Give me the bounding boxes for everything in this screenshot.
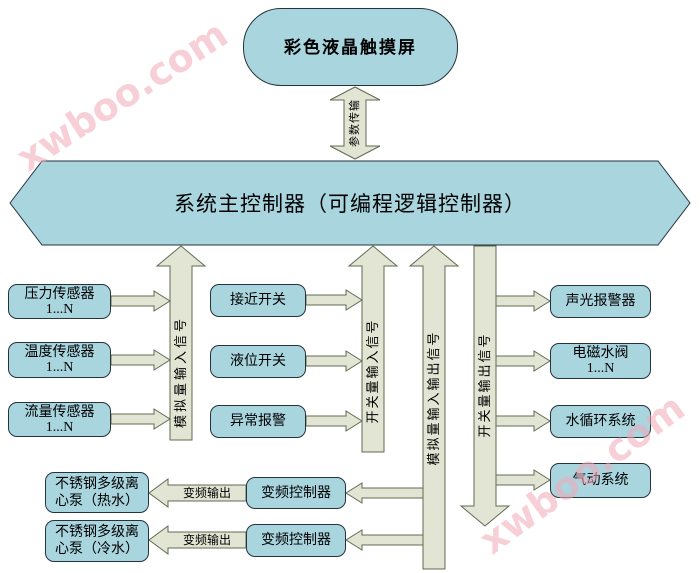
analog-io-label: 模拟量输入输出信号 — [426, 330, 441, 466]
switch-input-name: 液位开关 — [230, 354, 286, 369]
vfd-controller-label: 变频控制器 — [261, 485, 331, 501]
analog-input-arrow — [155, 245, 207, 441]
output-device-name: 气动系统 — [572, 473, 629, 488]
output-device-count: 1...N — [586, 361, 615, 376]
analog-io-arrow — [408, 245, 460, 570]
switch-input-name: 异常报警 — [230, 414, 286, 429]
output-arrow-valve — [495, 350, 551, 372]
sensor-name: 温度传感器 — [24, 345, 95, 360]
switch-output-label: 开关量输出信号 — [477, 332, 492, 438]
param-link-double-arrow — [329, 86, 381, 160]
pump-label: 不锈钢多级离心泵（热水） — [55, 476, 139, 509]
switch-arrow-proximity — [305, 289, 363, 311]
main-controller-shape — [9, 160, 691, 246]
pump-box-hot: 不锈钢多级离心泵（热水） — [45, 472, 149, 513]
main-controller-label: 系统主控制器（可编程逻辑控制器） — [174, 192, 526, 216]
output-box-valve: 电磁水阀 1...N — [550, 343, 651, 379]
vfd-output-arrow-cold — [148, 525, 247, 555]
switch-box-level: 液位开关 — [210, 345, 306, 378]
output-arrow-pneumatic — [495, 469, 551, 491]
output-arrow-water-circulation — [495, 410, 551, 432]
vfd-controller-box-hot: 变频控制器 — [246, 477, 346, 509]
touchscreen-box: 彩色液晶触摸屏 — [243, 8, 458, 86]
sensor-count: 1...N — [45, 419, 74, 435]
sensor-count: 1...N — [45, 360, 74, 375]
switch-output-arrow — [459, 245, 511, 527]
output-box-alarm: 声光报警器 — [550, 285, 651, 318]
analog-input-label: 模拟量输入信号 — [173, 315, 188, 429]
sensor-box-pressure: 压力传感器 1...N — [8, 284, 111, 319]
drive-arrow-hot — [345, 482, 424, 504]
sensor-box-flow: 流量传感器 1...N — [8, 402, 111, 437]
pump-box-cold: 不锈钢多级离心泵（冷水） — [45, 520, 149, 562]
output-device-name: 声光报警器 — [565, 294, 636, 309]
output-arrow-alarm — [495, 290, 551, 312]
sensor-name: 流量传感器 — [24, 404, 95, 420]
switch-box-alarm: 异常报警 — [210, 405, 306, 438]
touchscreen-label: 彩色液晶触摸屏 — [284, 37, 417, 57]
vfd-controller-box-cold: 变频控制器 — [246, 524, 346, 557]
switch-arrow-alarm — [305, 410, 363, 432]
output-box-water-circulation: 水循环系统 — [550, 405, 651, 438]
switch-input-arrow — [347, 245, 399, 453]
sensor-arrow-pressure — [110, 290, 171, 312]
vfd-output-label-cold: 变频输出 — [182, 533, 232, 547]
sensor-arrow-flow — [110, 408, 171, 430]
switch-box-proximity: 接近开关 — [210, 284, 306, 317]
drive-arrow-cold — [345, 529, 424, 551]
vfd-output-arrow-hot — [148, 478, 247, 508]
switch-input-name: 接近开关 — [230, 293, 286, 308]
vfd-controller-label: 变频控制器 — [261, 533, 331, 548]
sensor-name: 压力传感器 — [24, 286, 95, 302]
sensor-box-temperature: 温度传感器 1...N — [8, 342, 111, 378]
sensor-count: 1...N — [45, 301, 74, 317]
output-device-name: 水循环系统 — [565, 414, 636, 429]
param-link-label: 参数传输 — [349, 99, 361, 147]
switch-arrow-level — [305, 350, 363, 372]
vfd-output-label-hot: 变频输出 — [182, 486, 232, 500]
sensor-arrow-temperature — [110, 349, 171, 371]
switch-input-label: 开关量输入信号 — [365, 318, 380, 424]
output-device-name: 电磁水阀 — [572, 346, 629, 361]
pump-label: 不锈钢多级离心泵（冷水） — [55, 525, 139, 557]
output-box-pneumatic: 气动系统 — [550, 463, 651, 498]
